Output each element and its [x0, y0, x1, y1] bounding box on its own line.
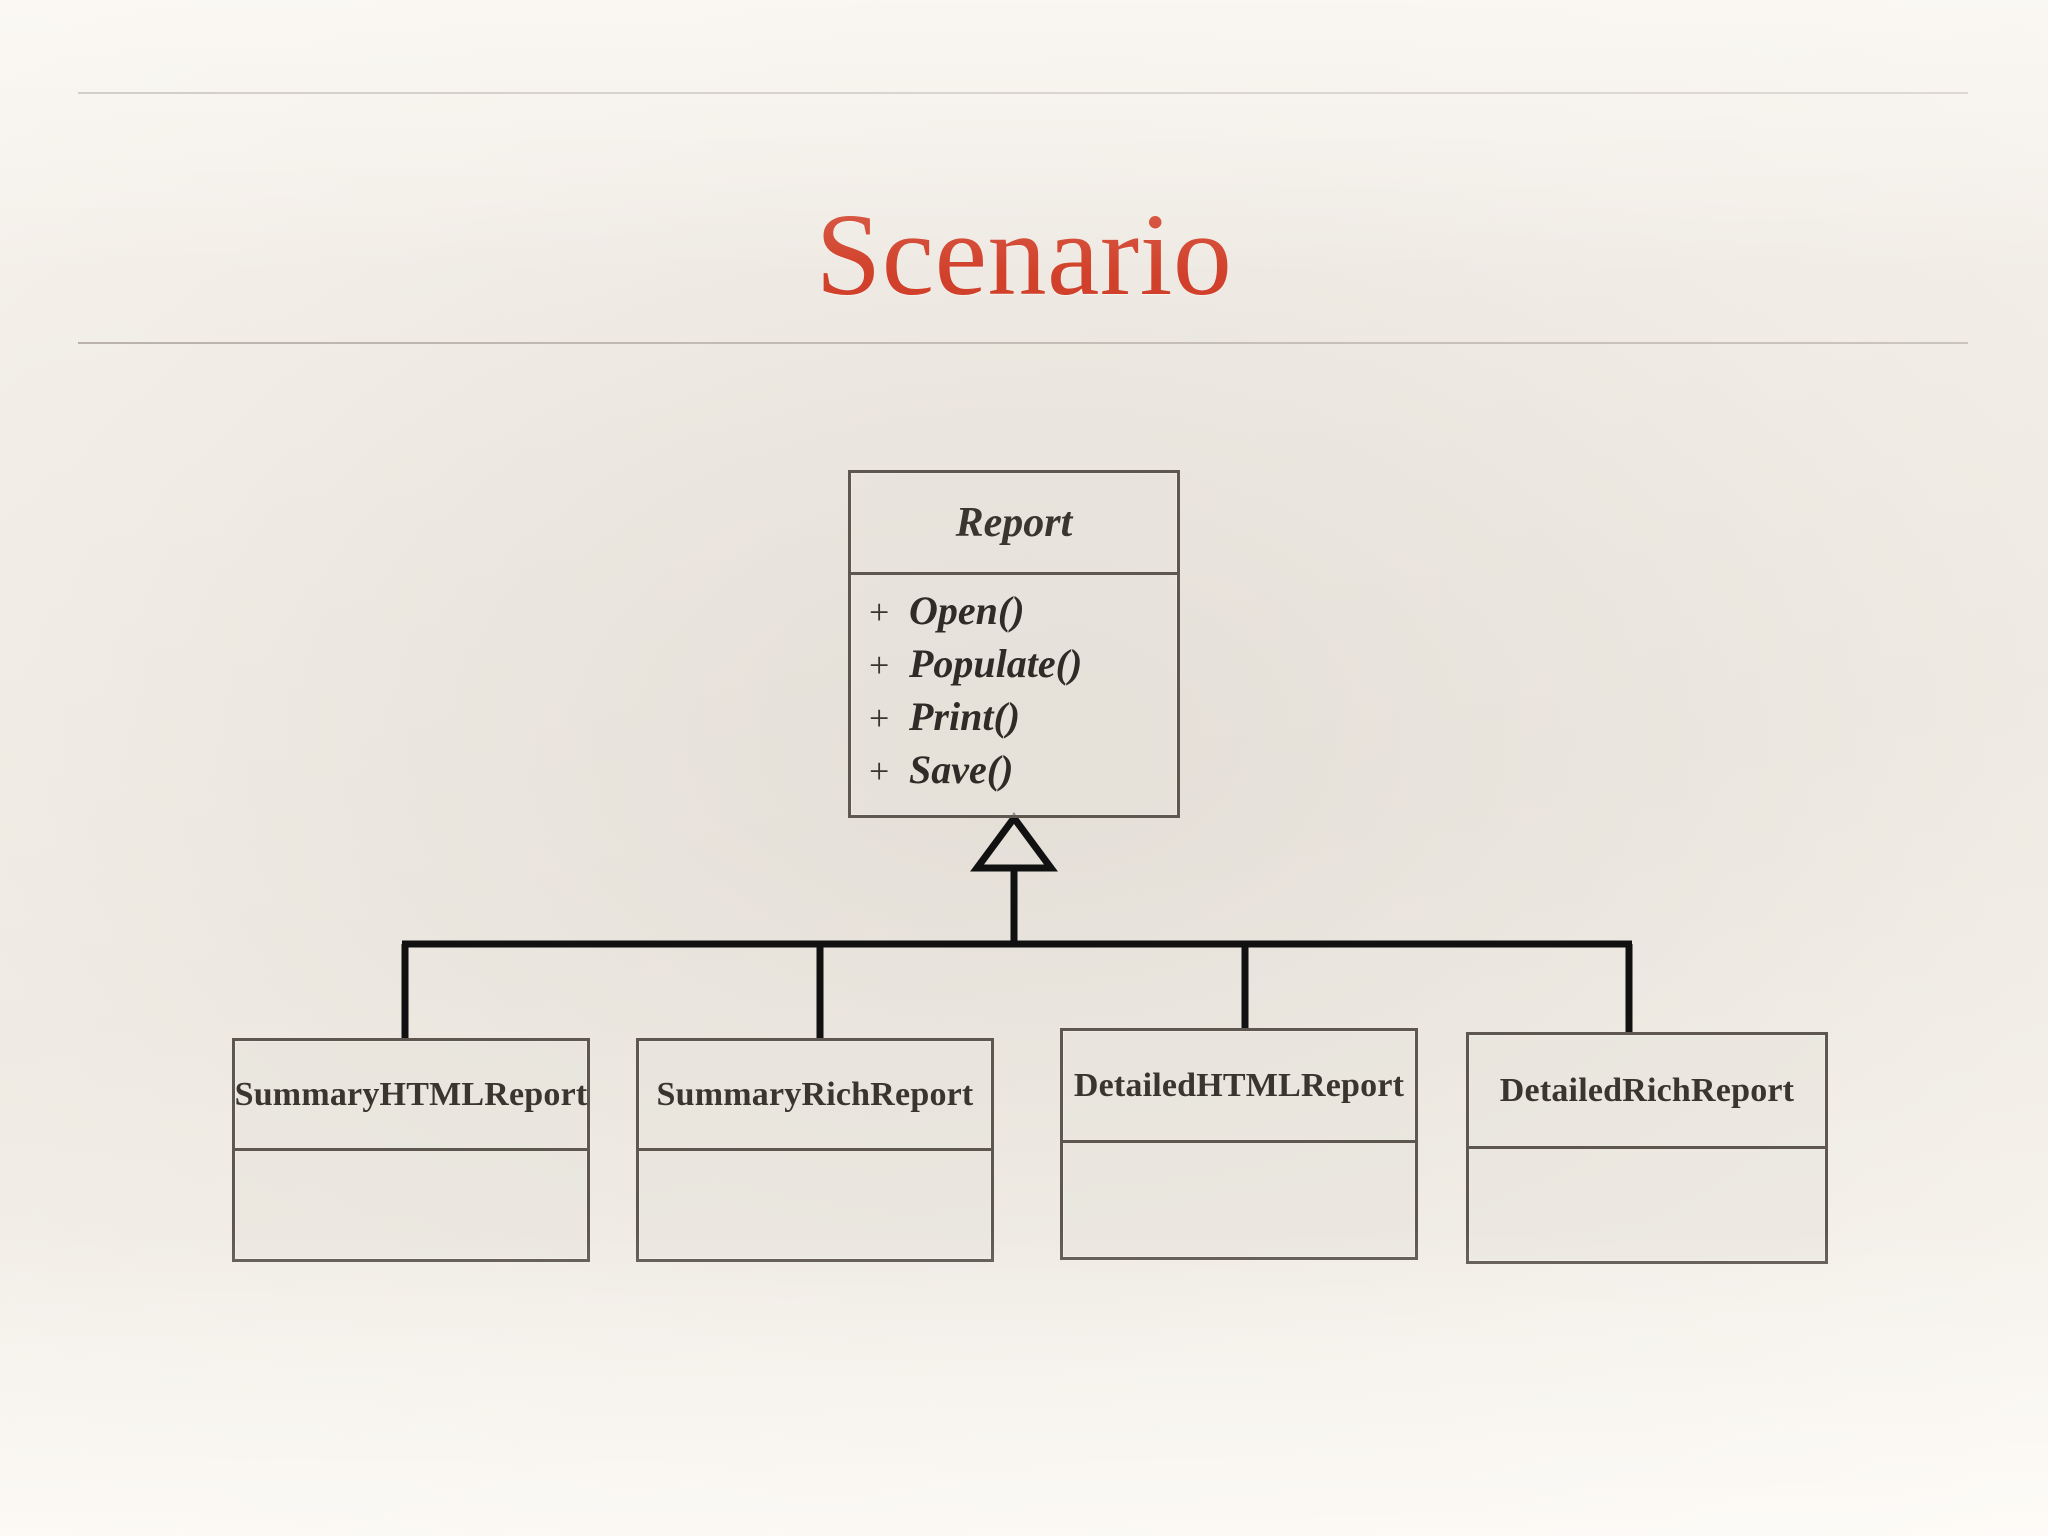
uml-operation-row: + Populate(): [869, 644, 1177, 684]
operation-signature: Save(): [909, 747, 1014, 792]
page-title: Scenario: [815, 189, 1233, 321]
visibility-marker: +: [869, 592, 890, 632]
uml-operation-row: + Print(): [869, 697, 1177, 737]
uml-class-detailedrichreport[interactable]: DetailedRichReport: [1466, 1032, 1828, 1264]
uml-class-name-summaryhtmlreport: SummaryHTMLReport: [235, 1041, 587, 1151]
visibility-marker: +: [869, 645, 890, 685]
operation-signature: Open(): [909, 588, 1025, 633]
uml-class-summaryhtmlreport[interactable]: SummaryHTMLReport: [232, 1038, 590, 1262]
visibility-marker: +: [869, 698, 890, 738]
uml-class-detailedhtmlreport[interactable]: DetailedHTMLReport: [1060, 1028, 1418, 1260]
uml-class-summaryrichreport[interactable]: SummaryRichReport: [636, 1038, 994, 1262]
header-rule-bottom: [78, 342, 1968, 344]
uml-operations-compartment-report: + Open() + Populate() + Print() + Save(): [851, 575, 1177, 815]
uml-class-report[interactable]: Report + Open() + Populate() + Print() +…: [848, 470, 1180, 818]
header-rule-top: [78, 92, 1968, 94]
operation-signature: Print(): [909, 694, 1021, 739]
uml-class-name-detailedrichreport: DetailedRichReport: [1469, 1035, 1825, 1149]
visibility-marker: +: [869, 751, 890, 791]
uml-class-name-summaryrichreport: SummaryRichReport: [639, 1041, 991, 1151]
operation-signature: Populate(): [909, 641, 1083, 686]
uml-operation-row: + Open(): [869, 591, 1177, 631]
uml-class-name-report: Report: [851, 473, 1177, 575]
inheritance-triangle-arrowhead: [970, 812, 1058, 872]
uml-operation-row: + Save(): [869, 750, 1177, 790]
uml-class-name-detailedhtmlreport: DetailedHTMLReport: [1063, 1031, 1415, 1143]
